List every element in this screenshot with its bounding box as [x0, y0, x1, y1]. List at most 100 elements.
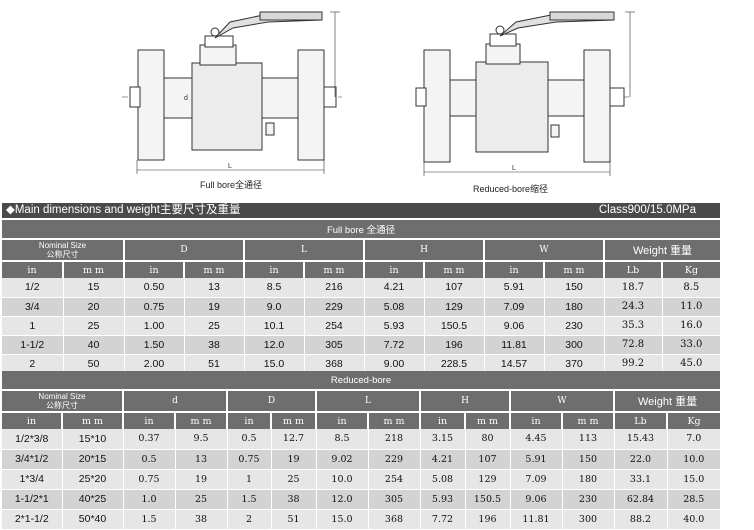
table-cell: 10.0	[316, 469, 369, 490]
reduced-bore-dim-labels: L	[512, 165, 516, 172]
table-cell: 129	[465, 469, 511, 490]
table-cell: 0.75	[227, 449, 272, 470]
table-cell: 15.0	[667, 469, 721, 490]
table-cell: 20	[63, 297, 125, 317]
table-cell: 45.0	[662, 354, 721, 374]
table-cell: 5.08	[364, 297, 425, 317]
reduced-nominal-header: Nominal Size 公称尺寸	[2, 389, 124, 412]
table-cell: 33.1	[614, 469, 668, 490]
table-cell: 18.7	[604, 278, 663, 298]
reduced-header-d: d	[123, 389, 228, 412]
table-cell: 0.5	[227, 429, 272, 450]
table-cell: 229	[304, 297, 365, 317]
subheader-cell: m m	[304, 260, 365, 278]
table-cell: 1	[227, 469, 272, 490]
subheader-cell: m m	[63, 260, 125, 278]
section-title-bar: ◆Main dimensions and weight主要尺寸及重量 Class…	[2, 203, 720, 218]
table-cell: 5.91	[484, 278, 545, 298]
subheader-cell: Lb	[614, 411, 668, 429]
table-cell: 8.5	[244, 278, 305, 298]
table-cell: 99.2	[604, 354, 663, 374]
full-dim-l: L	[228, 163, 232, 170]
valve-drawings: L d L	[122, 11, 635, 176]
table-cell: 196	[465, 509, 511, 530]
table-cell: 12.0	[316, 489, 369, 510]
subheader-cell: m m	[271, 411, 317, 429]
subheader-cell: in	[2, 411, 63, 429]
table-cell: 25	[63, 316, 125, 336]
table-cell: 107	[424, 278, 485, 298]
table-cell: 28.5	[667, 489, 721, 510]
full-bore-table: Full bore 全通径 Nominal Size 公称尺寸 D L H W …	[2, 220, 721, 374]
subheader-cell: in	[244, 260, 305, 278]
table-cell: 150.5	[424, 316, 485, 336]
table-cell: 254	[368, 469, 421, 490]
table-cell: 1/2*3/8	[2, 429, 63, 450]
subheader-cell: m m	[184, 260, 245, 278]
table-cell: 25	[175, 489, 228, 510]
table-cell: 1.5	[227, 489, 272, 510]
subheader-cell: in	[124, 260, 185, 278]
table-cell: 40*25	[62, 489, 124, 510]
subheader-cell: Kg	[667, 411, 721, 429]
table-cell: 7.0	[667, 429, 721, 450]
table-cell: 13	[175, 449, 228, 470]
table-cell: 19	[175, 469, 228, 490]
reduced-bore-section-title: Reduced-bore	[2, 371, 721, 390]
table-cell: 19	[271, 449, 317, 470]
table-cell: 107	[465, 449, 511, 470]
subheader-cell: m m	[562, 411, 615, 429]
table-cell: 305	[304, 335, 365, 355]
table-cell: 12.0	[244, 335, 305, 355]
table-cell: 5.93	[364, 316, 425, 336]
subheader-cell: Lb	[604, 260, 663, 278]
table-cell: 180	[562, 469, 615, 490]
table-cell: 129	[424, 297, 485, 317]
subheader-cell: in	[316, 411, 369, 429]
table-cell: 20*15	[62, 449, 124, 470]
table-cell: 50*40	[62, 509, 124, 530]
full-header-weight: Weight 重量	[604, 238, 721, 261]
table-cell: 370	[544, 354, 605, 374]
table-cell: 9.0	[244, 297, 305, 317]
subheader-cell: in	[364, 260, 425, 278]
table-cell: 11.81	[484, 335, 545, 355]
table-cell: 0.50	[124, 278, 185, 298]
section-title: ◆Main dimensions and weight主要尺寸及重量	[6, 204, 241, 216]
table-cell: 9.06	[484, 316, 545, 336]
table-cell: 38	[184, 335, 245, 355]
full-header-D: D	[124, 238, 245, 261]
table-cell: 300	[562, 509, 615, 530]
table-cell: 15.43	[614, 429, 668, 450]
table-cell: 15.0	[316, 509, 369, 530]
table-cell: 38	[271, 489, 317, 510]
full-dim-d: d	[184, 95, 188, 102]
reduced-bore-table: Reduced-bore Nominal Size 公称尺寸 d D L H W…	[2, 371, 721, 530]
reduced-bore-caption: Reduced-bore缩径	[473, 184, 549, 194]
table-cell: 3/4	[2, 297, 64, 317]
reduced-nominal-en: Nominal Size	[38, 392, 86, 401]
table-cell: 1-1/2*1	[2, 489, 63, 510]
table-cell: 230	[544, 316, 605, 336]
table-cell: 25	[184, 316, 245, 336]
table-cell: 7.72	[364, 335, 425, 355]
table-cell: 0.37	[123, 429, 176, 450]
table-cell: 150.5	[465, 489, 511, 510]
table-cell: 229	[368, 449, 421, 470]
table-cell: 19	[184, 297, 245, 317]
reduced-header-H: H	[420, 389, 511, 412]
table-cell: 7.09	[510, 469, 563, 490]
table-cell: 5.08	[420, 469, 466, 490]
reduced-bore-drawing	[415, 11, 635, 176]
table-cell: 1.5	[123, 509, 176, 530]
